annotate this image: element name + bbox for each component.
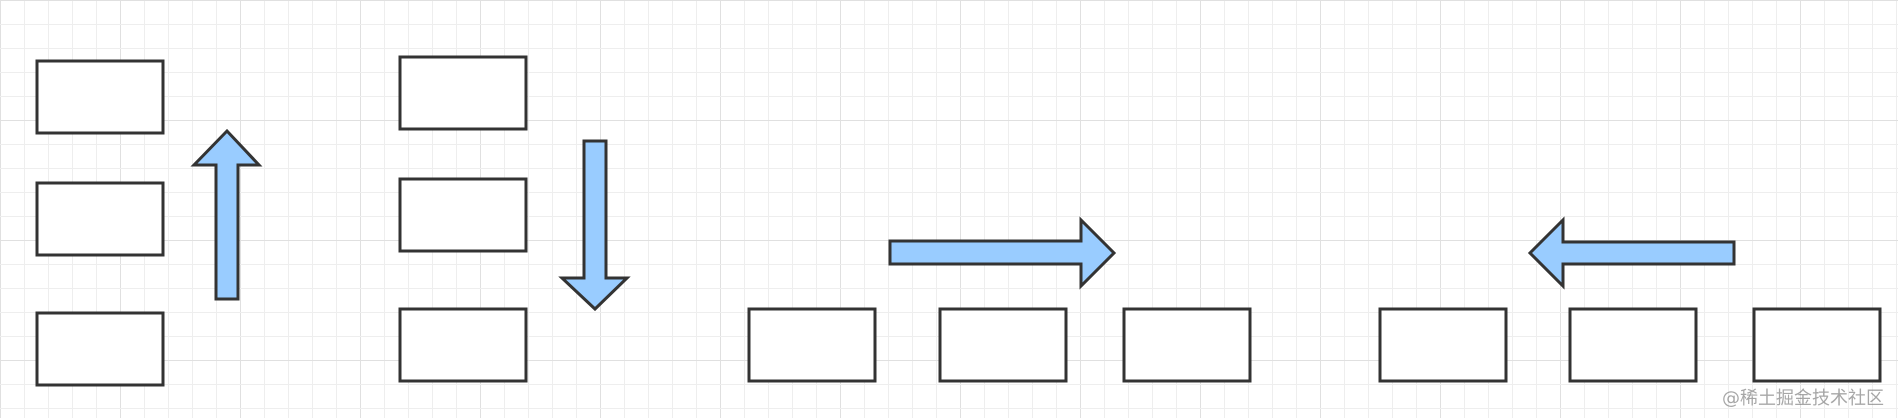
stack-down-box-3 xyxy=(398,307,528,383)
row-left-box-2 xyxy=(1568,307,1698,383)
stack-down-box-2 xyxy=(398,177,528,253)
down-arrow-icon xyxy=(558,139,631,312)
stack-down-box-1 xyxy=(398,55,528,131)
up-arrow-icon xyxy=(190,128,263,301)
stack-up-box-2 xyxy=(35,181,165,257)
row-left-box-1 xyxy=(1378,307,1508,383)
row-right-box-1 xyxy=(747,307,877,383)
group-row-left xyxy=(1378,216,1882,383)
right-arrow-icon xyxy=(888,216,1117,290)
group-row-right xyxy=(747,216,1252,383)
row-left-box-3 xyxy=(1752,307,1882,383)
group-stack-up xyxy=(35,59,263,387)
left-arrow-icon xyxy=(1527,216,1736,290)
stack-up-box-1 xyxy=(35,59,165,135)
watermark-text: @稀土掘金技术社区 xyxy=(1722,388,1884,409)
row-right-box-3 xyxy=(1122,307,1252,383)
stack-up-box-3 xyxy=(35,311,165,387)
group-stack-down xyxy=(398,55,631,383)
row-right-box-2 xyxy=(938,307,1068,383)
